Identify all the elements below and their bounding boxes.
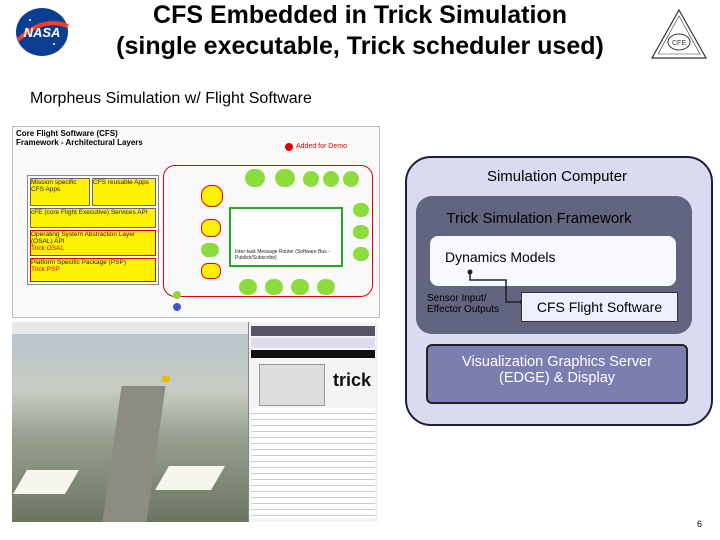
slide-title: CFS Embedded in Trick Simulation (single…	[90, 0, 630, 62]
cfs-architecture-figure: Core Flight Software (CFS) Framework - A…	[12, 126, 380, 318]
bus-label: Inter-task Message Router (Software Bus …	[235, 249, 330, 261]
layer-cfe: cFE (core Flight Executive) Services API	[30, 208, 156, 228]
slide-subtitle: Morpheus Simulation w/ Flight Software	[30, 90, 312, 107]
app-bubble	[323, 171, 339, 187]
simulation-screenshot: trick	[12, 322, 378, 522]
sensor-effector-label: Sensor Input/ Effector Outputs	[427, 293, 499, 315]
vis-line2: (EDGE) & Display	[498, 370, 616, 386]
arch-header-line1: Core Flight Software (CFS)	[16, 129, 118, 138]
trick-logo: trick	[333, 370, 372, 390]
seal-logo: CFE	[650, 8, 708, 59]
legend-blue-dot	[173, 303, 181, 311]
dynamics-models-label: Dynamics Models	[445, 249, 556, 265]
sim-log-output	[251, 408, 375, 518]
app-bubble	[201, 185, 223, 207]
slide-title-line2: (single executable, Trick scheduler used…	[116, 32, 604, 60]
nasa-logo: NASA	[16, 8, 69, 56]
vis-line1: Visualization Graphics Server	[462, 354, 652, 370]
software-bus: Inter-task Message Router (Software Bus …	[229, 207, 343, 267]
vehicle	[162, 376, 170, 382]
trick-psp-tag: Trick PSP	[31, 266, 60, 273]
legend-dot	[285, 143, 293, 151]
layer-stack: Mission specific CFS Apps CFS reusable A…	[27, 175, 159, 285]
trick-framework-label: Trick Simulation Framework	[446, 210, 632, 227]
app-bubble	[239, 279, 257, 295]
layer-mission-apps: Mission specific CFS Apps	[30, 178, 90, 206]
layer-psp-label: Platform Specific Package (PSP)	[31, 259, 127, 266]
seal-text: CFE	[672, 40, 686, 47]
sensor-line1: Sensor Input/	[427, 293, 487, 304]
app-bubble	[343, 171, 359, 187]
app-bubble	[317, 279, 335, 295]
trick-osal-tag: Trick OSAL	[31, 245, 64, 252]
layer-osal-label: Operating System Abstraction Layer (OSAL…	[31, 231, 136, 245]
layer-osal: Operating System Abstraction Layer (OSAL…	[30, 230, 156, 256]
legend-green-dot	[173, 291, 181, 299]
app-bubble	[353, 225, 369, 239]
trick-sim-control-panel: trick	[248, 322, 378, 522]
page-number: 6	[697, 519, 703, 529]
nasa-logo-text: NASA	[24, 25, 61, 40]
arch-header-line2: Framework - Architectural Layers	[16, 138, 143, 147]
app-bubble	[201, 243, 219, 257]
app-bubble	[353, 203, 369, 217]
layer-psp: Platform Specific Package (PSP) Trick PS…	[30, 258, 156, 282]
app-ring	[163, 165, 373, 297]
app-bubble	[245, 169, 265, 187]
arch-legend: Added for Demo	[296, 143, 347, 150]
app-bubble	[303, 171, 319, 187]
app-bubble	[291, 279, 309, 295]
app-bubble	[265, 279, 283, 295]
app-bubble	[201, 219, 221, 237]
app-bubble	[201, 263, 221, 279]
simulation-computer-label: Simulation Computer	[486, 168, 628, 185]
visualization-server-box: Visualization Graphics Server (EDGE) & D…	[426, 344, 688, 404]
layer-reusable-apps: CFS reusable Apps	[92, 178, 156, 206]
slide-title-line1: CFS Embedded in Trick Simulation	[153, 1, 567, 29]
sensor-line2: Effector Outputs	[427, 304, 500, 315]
dynamics-models-box	[430, 236, 676, 286]
app-bubble	[353, 247, 369, 261]
app-bubble	[275, 169, 295, 187]
cfs-flight-software-box: CFS Flight Software	[521, 292, 678, 322]
